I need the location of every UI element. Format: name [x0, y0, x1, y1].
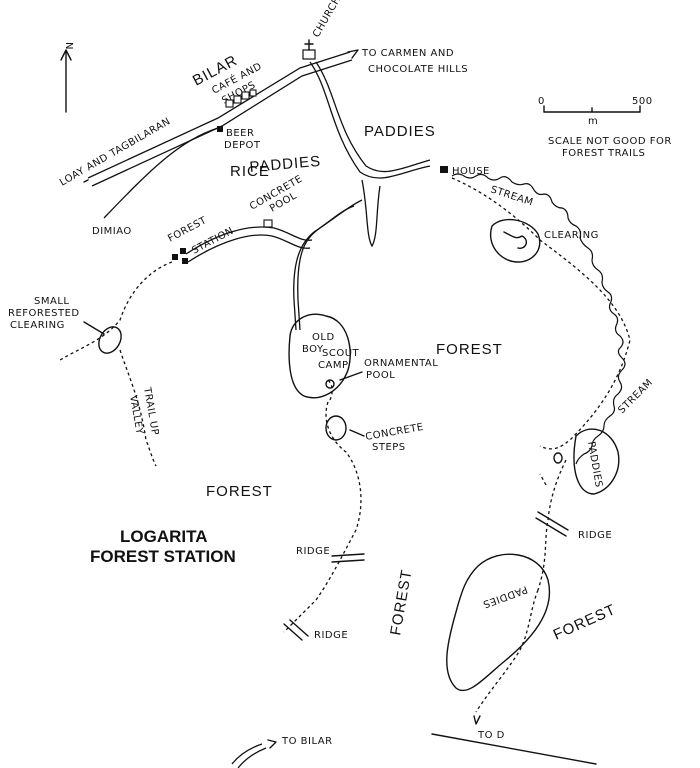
ridge-right-icon — [535, 511, 569, 537]
title-line1: LOGARITA — [120, 527, 208, 546]
concrete-pool-icon — [263, 219, 273, 228]
label-forest-bottom: FOREST — [387, 568, 415, 637]
label-paddies-right: PADDIES — [585, 441, 604, 489]
label-small-clearing-line1: SMALL — [34, 296, 69, 307]
scale-zero: 0 — [538, 96, 545, 107]
label-beer-line2: DEPOT — [224, 140, 261, 151]
road-to-d — [431, 733, 597, 765]
road-center — [185, 61, 431, 331]
concrete-steps-shape — [325, 415, 347, 441]
label-church: CHURCH — [311, 0, 343, 39]
label-paddies-bottom: PADDIES — [481, 583, 529, 609]
paddies-right-shape — [573, 428, 620, 495]
label-camp-line4: CAMP — [318, 360, 348, 371]
trails — [59, 177, 631, 713]
ridge-mid-icon — [331, 553, 365, 563]
north-arrow: N — [60, 42, 74, 113]
label-ridge-right: RIDGE — [578, 530, 612, 541]
paddies-right-pool-icon — [553, 452, 563, 464]
small-clearing-shape — [98, 326, 122, 354]
label-small-clearing-line2: REFORESTED — [8, 308, 80, 319]
label-ornamental-line2: POOL — [366, 370, 395, 381]
label-forest-left: FOREST — [206, 483, 273, 500]
label-camp-line1: OLD — [312, 332, 335, 343]
clearing-shape — [489, 218, 541, 263]
beer-depot-icon — [217, 126, 223, 132]
label-dimiao: DIMIAO — [92, 226, 132, 237]
label-carmen-line1: TO CARMEN AND — [361, 48, 454, 59]
label-to-bilar: TO BILAR — [281, 736, 333, 747]
label-beer-line1: BEER — [226, 128, 254, 139]
title-line2: FOREST STATION — [90, 547, 236, 566]
label-camp-line3: SCOUT — [322, 348, 360, 359]
scale-note-line1: SCALE NOT GOOD FOR — [548, 136, 672, 147]
label-to-d: TO D — [477, 730, 505, 741]
label-rice-line2: PADDIES — [249, 153, 322, 176]
stream — [451, 173, 626, 465]
label-camp-line2: BOY — [302, 344, 324, 355]
label-ridge-mid: RIDGE — [296, 546, 330, 557]
label-ridge-bottom: RIDGE — [314, 630, 348, 641]
label-forest-center: FOREST — [436, 341, 503, 358]
label-stream-right: STREAM — [616, 377, 655, 416]
label-concrete-steps-line2: STEPS — [372, 442, 406, 453]
scale-max: 500 — [632, 96, 653, 107]
label-concrete-steps-line1: CONCRETE — [365, 422, 425, 443]
ridge-bottom-icon — [283, 619, 309, 641]
north-label: N — [63, 42, 74, 50]
label-paddies-top: PADDIES — [364, 123, 436, 140]
road-dimiao — [103, 127, 219, 219]
label-house: HOUSE — [452, 166, 490, 177]
scale-bar: 0 500 m SCALE NOT GOOD FOR FOREST TRAILS — [538, 96, 672, 159]
scale-note-line2: FOREST TRAILS — [562, 148, 645, 159]
label-clearing: CLEARING — [544, 230, 599, 241]
scale-unit: m — [588, 116, 598, 127]
shops-icon — [225, 89, 257, 108]
label-stream-top: STREAM — [489, 184, 534, 208]
label-forest-right: FOREST — [551, 601, 619, 644]
label-carmen-line2: CHOCOLATE HILLS — [368, 64, 468, 75]
label-small-clearing-line3: CLEARING — [10, 320, 65, 331]
road-to-bilar — [231, 743, 263, 765]
main-road — [83, 49, 359, 187]
label-trail-up-line2: VALLEY — [127, 395, 145, 436]
label-rice-line1: RICE — [230, 163, 270, 180]
ornamental-pool-icon — [325, 379, 335, 389]
paddies-bottom-shape — [446, 553, 551, 692]
forest-station-icon — [172, 248, 188, 264]
house-icon — [440, 166, 448, 173]
label-loay: LOAY AND TAGBILARAN — [58, 116, 173, 189]
scout-camp-shape — [288, 313, 351, 399]
church-icon — [302, 39, 316, 60]
label-ornamental-line1: ORNAMENTAL — [364, 358, 438, 369]
